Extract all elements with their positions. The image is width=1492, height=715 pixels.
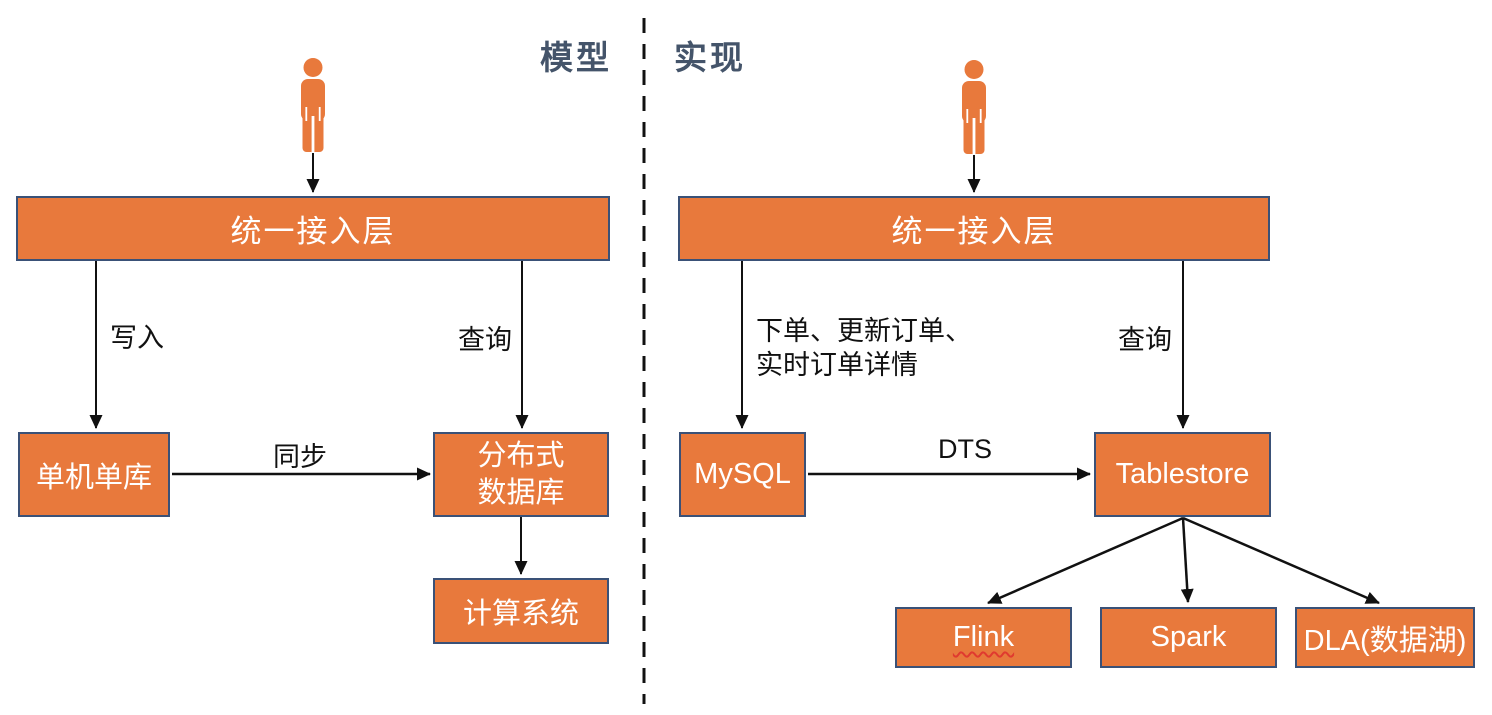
spark-label: Spark [1150,621,1227,653]
arrow-tablestore-to-flink [987,516,1184,605]
dts-edge-label: DTS [938,434,992,464]
tablestore-label: Tablestore [1115,458,1250,490]
section-title-model: 模型 [540,39,612,76]
single-db-box: 单机单库 [18,432,170,517]
arrow-tablestore-to-spark [1180,517,1194,603]
person-icon [962,60,986,155]
sync-edge-label: 同步 [273,442,327,472]
access-layer-label: 统一接入层 [891,214,1057,249]
dla-label: DLA(数据湖) [1303,624,1467,657]
distributed-db-label: 分布式 数据库 [477,440,565,509]
access-layer-box-impl: 统一接入层 [678,196,1270,261]
person-icon [301,58,325,153]
single-db-label: 单机单库 [35,461,152,494]
arrow-tablestore-to-dla [1182,516,1380,605]
distributed-db-box: 分布式 数据库 [433,432,609,517]
mysql-label: MySQL [694,458,791,490]
tablestore-box: Tablestore [1094,432,1271,517]
section-title-impl: 实现 [674,39,746,76]
write-edge-label: 写入 [110,323,164,353]
flink-box: Flink [895,607,1072,668]
flink-label: Flink [952,621,1015,653]
mysql-box: MySQL [679,432,806,517]
access-layer-label: 统一接入层 [230,214,396,249]
order-write-edge-label: 下单、更新订单、 实时订单详情 [756,316,972,380]
query-edge-label-impl: 查询 [1118,325,1172,355]
dla-box: DLA(数据湖) [1295,607,1475,668]
spark-box: Spark [1100,607,1277,668]
compute-system-label: 计算系统 [462,598,579,630]
query-edge-label-model: 查询 [458,325,512,355]
compute-system-box: 计算系统 [433,578,609,644]
access-layer-box-model: 统一接入层 [16,196,610,261]
